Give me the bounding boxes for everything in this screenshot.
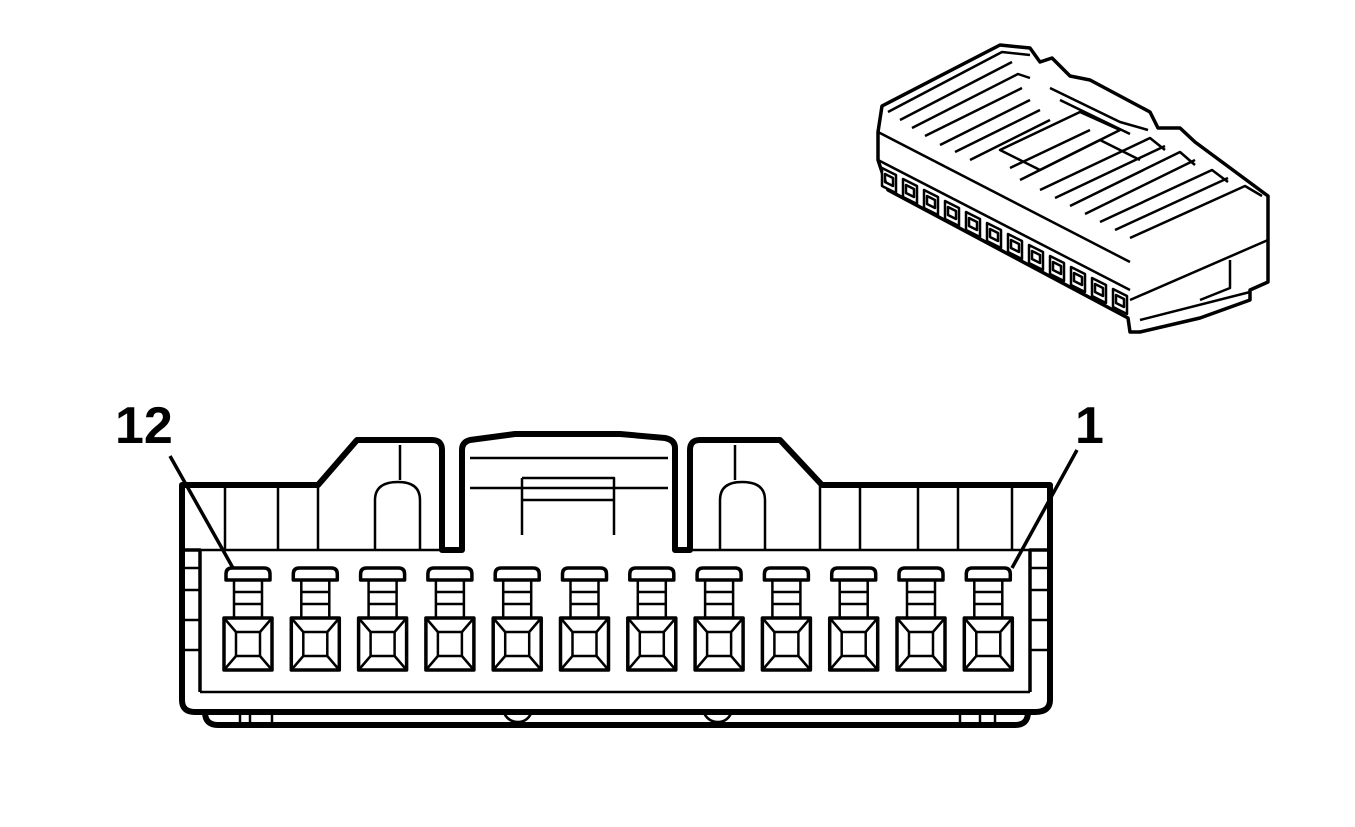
isometric-cavity [922,188,940,217]
isometric-cavity [1048,254,1066,283]
terminal-cavities [222,566,1015,672]
cavity [289,566,342,672]
leader-line-right [1010,449,1079,569]
isometric-cavity [985,221,1003,250]
isometric-cavity [1090,276,1108,305]
cavity [491,566,543,672]
pin-label-right: 1 [1075,397,1104,455]
isometric-cavity [1027,243,1045,272]
isometric-cavity [964,210,982,239]
leader-line-left [168,455,235,569]
cavity [356,566,409,672]
isometric-cavity [1006,232,1024,261]
connector-face-view [179,431,1053,728]
cavity [424,566,476,672]
isometric-cavity [943,199,961,228]
pin-labels: 12 1 [115,397,1104,569]
cavity [962,566,1015,672]
isometric-cavity [1069,265,1087,294]
cavity [693,566,745,672]
connector-isometric-view [876,43,1270,334]
cavity [222,566,274,672]
cavity [558,566,611,672]
cavity [895,566,947,672]
isometric-cavity [1111,287,1129,316]
pin-label-left: 12 [115,397,173,455]
cavity [827,566,880,672]
isometric-cavity [901,177,919,206]
cavity [626,566,678,672]
cavity [760,566,813,672]
isometric-cavity [880,166,898,195]
isometric-cavities [880,166,1129,316]
